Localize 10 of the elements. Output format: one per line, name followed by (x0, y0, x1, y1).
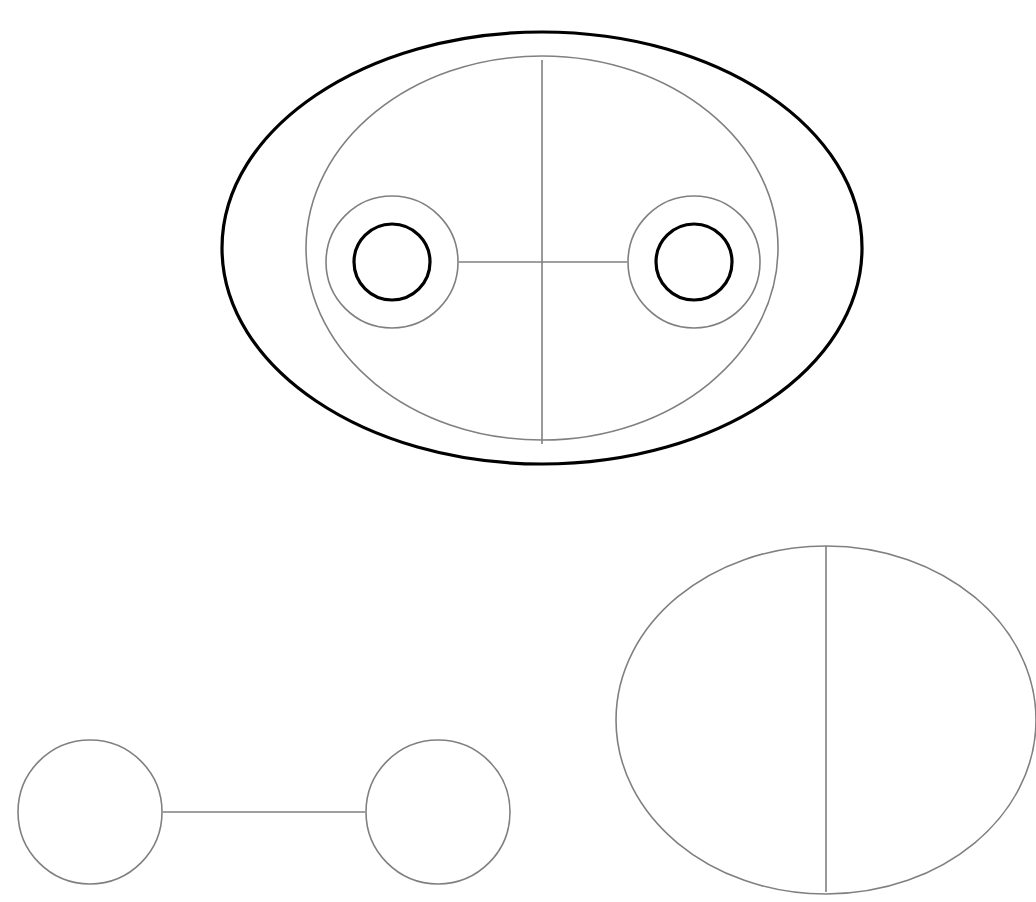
ellipse-shape (305, 55, 779, 441)
circle-shape (365, 739, 511, 885)
connector-line (162, 811, 366, 813)
circle-shape (627, 195, 761, 329)
circle-shape (17, 739, 163, 885)
ellipse-shape (220, 30, 864, 466)
circle-shape (654, 222, 734, 302)
connector-line (458, 261, 628, 263)
circle-shape (352, 222, 432, 302)
circle-shape (325, 195, 459, 329)
